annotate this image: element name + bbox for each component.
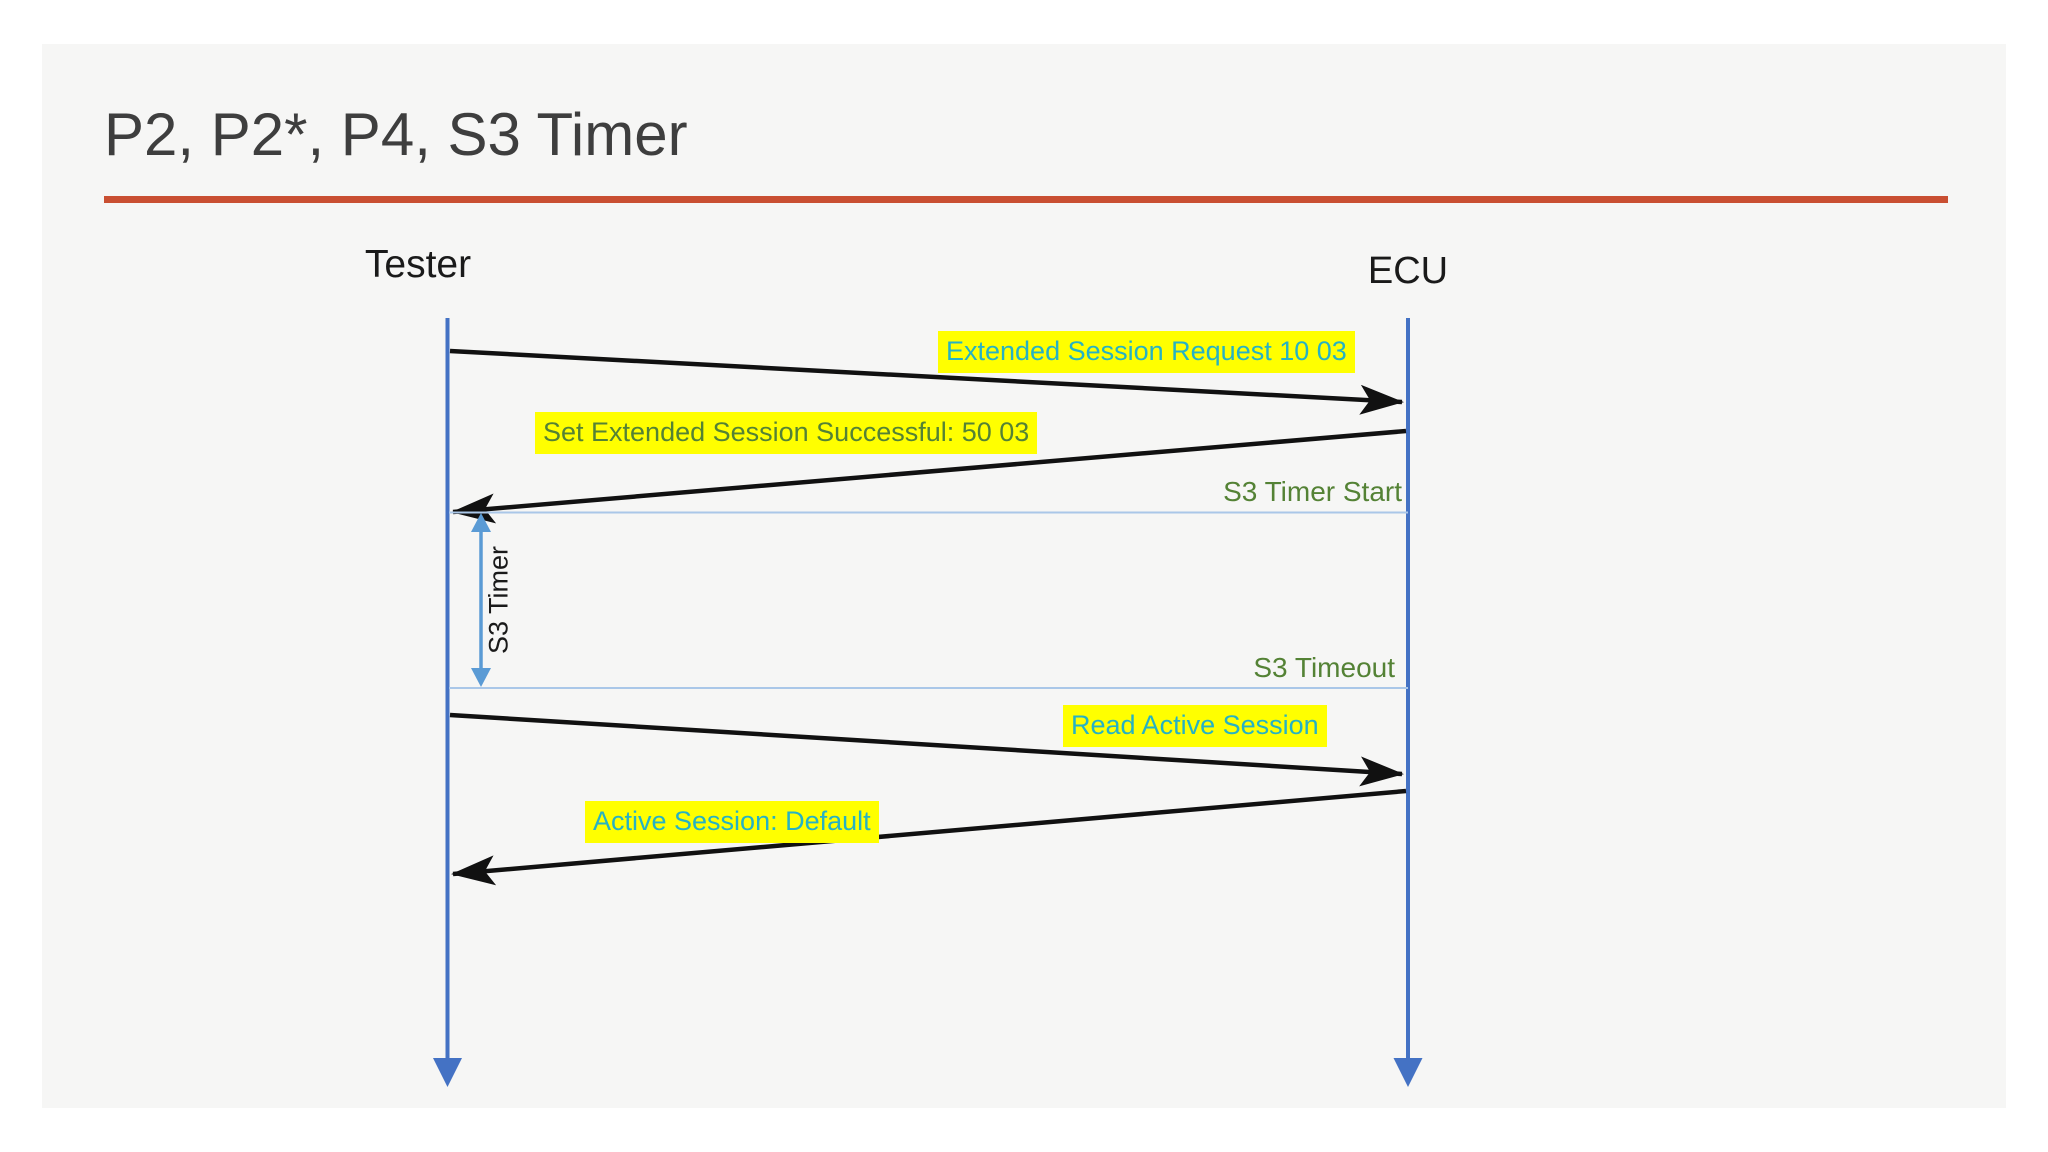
message-label-read-active-session: Read Active Session [1063,705,1327,748]
arrow-read-active-session [449,712,1404,787]
title-divider [104,196,1948,203]
actor-label-tester: Tester [364,243,472,286]
lifeline-tester-arrowhead-icon [433,1058,462,1087]
lifeline-ecu-arrowhead-icon [1393,1058,1423,1087]
slide-title: P2, P2*, P4, S3 Timer [104,101,688,168]
actor-label-ecu: ECU [1367,250,1449,292]
s3-timer-span-arrow-icon [471,513,491,687]
slide: P2, P2*, P4, S3 Timer [42,44,2006,1108]
lifeline-tester [433,318,462,1087]
s3-timer-span-label: S3 Timer [483,545,514,655]
lifeline-ecu [1393,318,1423,1087]
arrow-extended-session-request [449,348,1404,415]
arrow-active-session-response [451,788,1407,886]
message-label-extended-session-request: Extended Session Request 10 03 [938,331,1355,374]
s3-timer-start-label: S3 Timer Start [1223,476,1402,507]
message-label-set-extended-session: Set Extended Session Successful: 50 03 [535,412,1038,455]
arrow-set-extended-session-response [451,428,1407,524]
message-label-active-session-default: Active Session: Default [585,801,879,844]
s3-timeout-label: S3 Timeout [1253,652,1395,683]
